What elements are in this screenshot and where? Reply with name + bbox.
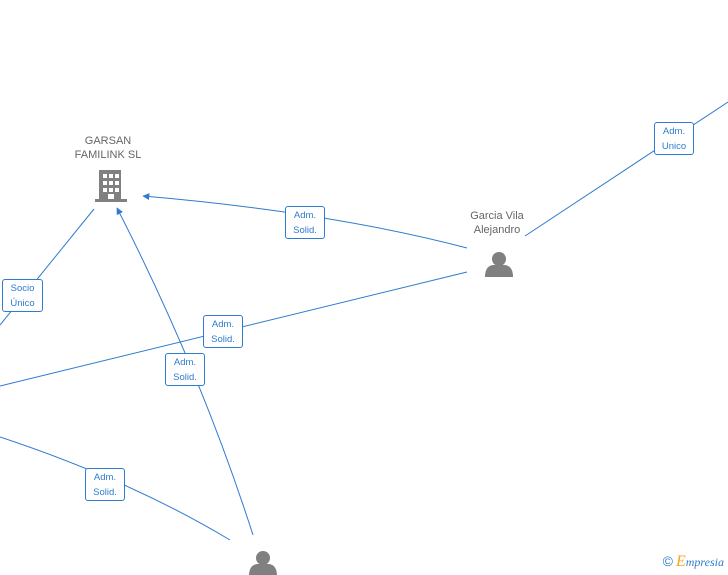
edge-label-adm-solid[interactable]: Adm. Solid.: [85, 468, 125, 501]
edge-label-line1: Socio: [10, 283, 35, 294]
company-name-line2: FAMILINK SL: [74, 149, 142, 161]
edge-label-line1: Adm.: [173, 357, 197, 368]
brand-watermark: © Empresia: [663, 553, 724, 571]
company-label[interactable]: GARSAN FAMILINK SL: [58, 134, 158, 162]
person-name-line1: Garcia Vila: [470, 210, 524, 222]
edge-label-line2: Solid.: [211, 334, 235, 345]
edge-label-socio-unico[interactable]: Socio Único: [2, 279, 43, 312]
company-name-line1: GARSAN: [84, 135, 132, 147]
copyright-symbol: ©: [662, 553, 673, 569]
edge-label-adm-solid[interactable]: Adm. Solid.: [203, 315, 243, 348]
building-icon[interactable]: [95, 170, 127, 202]
edge-label-adm-unico[interactable]: Adm. Unico: [654, 122, 694, 155]
edge-label-line2: Solid.: [173, 372, 197, 383]
edge-label-line2: Solid.: [293, 225, 317, 236]
edge-label-adm-solid[interactable]: Adm. Solid.: [285, 206, 325, 239]
person-name-line2: Alejandro: [473, 224, 521, 236]
edge-label-line2: Único: [10, 298, 35, 309]
edge-label-line2: Solid.: [93, 487, 117, 498]
edge-adm-unico: [524, 101, 728, 237]
person-garcia-label[interactable]: Garcia Vila Alejandro: [447, 209, 547, 237]
brand-name: mpresia: [685, 555, 724, 569]
edge-label-line1: Adm.: [293, 210, 317, 221]
edge-label-adm-solid[interactable]: Adm. Solid.: [165, 353, 205, 386]
edge-label-line1: Adm.: [93, 472, 117, 483]
person-icon[interactable]: [249, 551, 277, 575]
brand-initial: E: [675, 553, 686, 570]
edge-label-line1: Adm.: [211, 319, 235, 330]
edge-label-line2: Unico: [661, 141, 687, 152]
person-icon[interactable]: [485, 252, 513, 277]
edge-label-line1: Adm.: [662, 126, 686, 137]
